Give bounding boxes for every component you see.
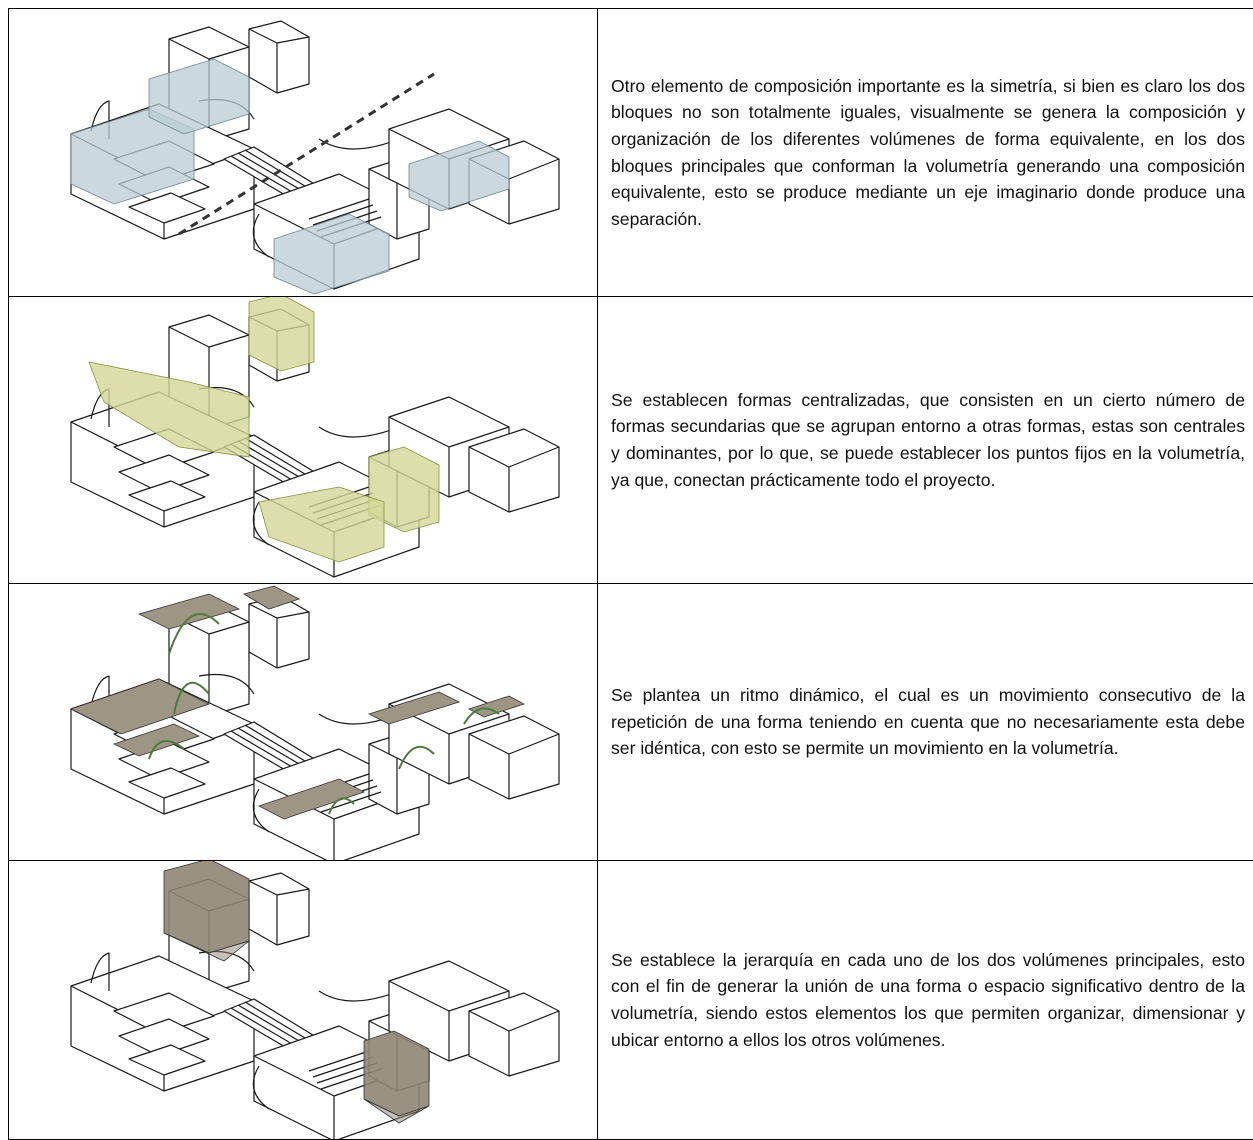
table-row: Se establecen formas centralizadas, que … bbox=[9, 297, 1253, 584]
rhythm-description: Se plantea un ritmo dinámico, el cual es… bbox=[611, 682, 1245, 762]
image-cell bbox=[9, 9, 598, 297]
symmetry-diagram bbox=[9, 9, 597, 296]
image-cell bbox=[9, 297, 598, 584]
symmetry-description: Otro elemento de composición importante … bbox=[611, 73, 1245, 233]
table-row: Se plantea un ritmo dinámico, el cual es… bbox=[9, 584, 1253, 861]
hierarchy-diagram bbox=[9, 861, 597, 1139]
text-cell: Otro elemento de composición importante … bbox=[598, 9, 1253, 297]
text-cell: Se establecen formas centralizadas, que … bbox=[598, 297, 1253, 584]
text-cell: Se establece la jerarquía en cada uno de… bbox=[598, 861, 1253, 1140]
text-cell: Se plantea un ritmo dinámico, el cual es… bbox=[598, 584, 1253, 861]
centralized-description: Se establecen formas centralizadas, que … bbox=[611, 387, 1245, 493]
hierarchy-description: Se establece la jerarquía en cada uno de… bbox=[611, 947, 1245, 1053]
composition-analysis-table: Otro elemento de composición importante … bbox=[8, 8, 1253, 1140]
image-cell bbox=[9, 584, 598, 861]
dynamic-rhythm-diagram bbox=[9, 584, 597, 860]
centralized-forms-diagram bbox=[9, 297, 597, 583]
table-row: Otro elemento de composición importante … bbox=[9, 9, 1253, 297]
table-row: Se establece la jerarquía en cada uno de… bbox=[9, 861, 1253, 1140]
image-cell bbox=[9, 861, 598, 1140]
